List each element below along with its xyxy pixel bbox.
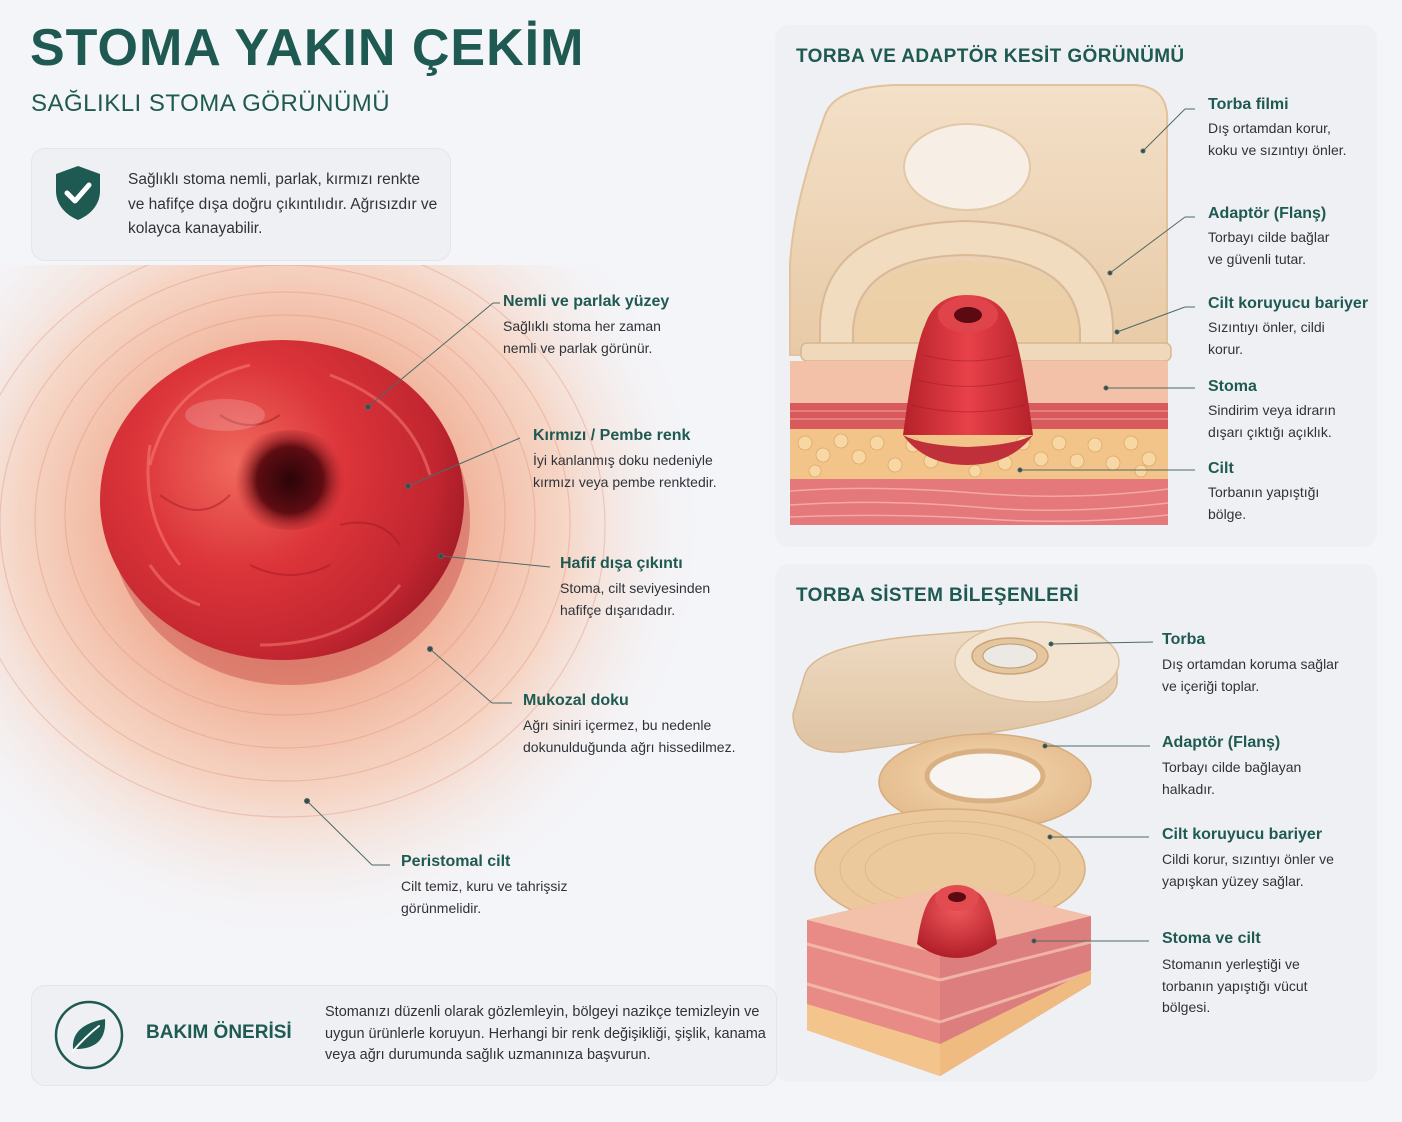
callout-desc: Cilt temiz, kuru ve tahrişsiz görünmelid…	[401, 878, 568, 916]
label-title: Torba filmi	[1208, 96, 1289, 113]
label-stoma-skin: Stoma ve cilt Stomanın yerleştiği ve tor…	[1162, 930, 1362, 1019]
label-flange: Adaptör (Flanş) Torbayı cilde bağlar ve …	[1208, 205, 1368, 270]
callout-desc: Stoma, cilt seviyesinden hafifçe dışarıd…	[560, 580, 711, 618]
info-card	[31, 148, 451, 261]
label-title: Cilt koruyucu bariyer	[1208, 295, 1369, 312]
page-subtitle: SAĞLIKLI STOMA GÖRÜNÜMÜ	[31, 90, 391, 117]
stoma-closeup-illustration	[0, 265, 760, 945]
label-skin: Cilt Torbanın yapıştığı bölge.	[1208, 460, 1368, 525]
callout-title: Hafif dışa çıkıntı	[560, 555, 683, 572]
callout-title: Mukozal doku	[523, 692, 629, 709]
label-pouch-film: Torba filmi Dış ortamdan korur, koku ve …	[1208, 96, 1368, 161]
label-title: Stoma ve cilt	[1162, 930, 1261, 947]
label-desc: Dış ortamdan korur, koku ve sızıntıyı ön…	[1208, 120, 1347, 158]
callout-title: Peristomal cilt	[401, 853, 511, 870]
label-title: Adaptör (Flanş)	[1162, 734, 1281, 751]
label-title: Cilt koruyucu bariyer	[1162, 826, 1323, 843]
stoma-opening	[228, 430, 352, 530]
info-card-text: Sağlıklı stoma nemli, parlak, kırmızı re…	[128, 171, 438, 237]
callout-title: Kırmızı / Pembe renk	[533, 427, 691, 444]
label-desc: Sindirim veya idrarın dışarı çıktığı açı…	[1208, 402, 1336, 440]
label-desc: Torbayı cilde bağlar ve güvenli tutar.	[1208, 229, 1330, 267]
label-flange: Adaptör (Flanş) Torbayı cilde bağlayan h…	[1162, 734, 1362, 800]
components-illustration	[792, 621, 1154, 1076]
label-desc: Cildi korur, sızıntıyı önler ve yapışkan…	[1162, 851, 1334, 889]
stoma	[917, 887, 997, 958]
label-skin-barrier: Cilt koruyucu bariyer Sızıntıyı önler, c…	[1208, 295, 1373, 360]
label-desc: Sızıntıyı önler, cildi korur.	[1208, 319, 1325, 357]
callout-desc: Sağlıklı stoma her zaman nemli ve parlak…	[503, 318, 661, 356]
cross-section-title: TORBA VE ADAPTÖR KESİT GÖRÜNÜMÜ	[796, 46, 1185, 67]
components-title: TORBA SİSTEM BİLEŞENLERİ	[796, 585, 1080, 606]
page-title: STOMA YAKIN ÇEKİM	[30, 19, 585, 77]
care-tip-bar	[31, 985, 777, 1086]
label-title: Cilt	[1208, 460, 1234, 477]
shield-check-icon	[56, 166, 100, 220]
care-tip-text: Stomanızı düzenli olarak gözlemleyin, bö…	[325, 1004, 766, 1063]
flange	[819, 219, 1114, 356]
label-title: Adaptör (Flanş)	[1208, 205, 1327, 222]
pouch-window	[903, 123, 1031, 211]
leaf-icon	[54, 1000, 124, 1070]
callout-mucosal-tissue: Mukozal doku Ağrı siniri içermez, bu ned…	[523, 692, 773, 758]
label-desc: Torbayı cilde bağlayan halkadır.	[1162, 759, 1302, 797]
label-desc: Dış ortamdan koruma sağlar ve içeriği to…	[1162, 656, 1339, 694]
label-title: Torba	[1162, 631, 1206, 648]
callout-moist-surface: Nemli ve parlak yüzey Sağlıklı stoma her…	[503, 293, 763, 359]
label-desc: Torbanın yapıştığı bölge.	[1208, 484, 1320, 522]
stoma	[903, 295, 1033, 435]
cross-section-illustration	[789, 84, 1195, 525]
label-title: Stoma	[1208, 378, 1257, 395]
callout-protrusion: Hafif dışa çıkıntı Stoma, cilt seviyesin…	[560, 555, 770, 621]
label-pouch: Torba Dış ortamdan koruma sağlar ve içer…	[1162, 631, 1362, 697]
care-tip-title: BAKIM ÖNERİSİ	[146, 1022, 292, 1043]
callout-title: Nemli ve parlak yüzey	[503, 293, 670, 310]
label-skin-barrier: Cilt koruyucu bariyer Cildi korur, sızın…	[1162, 826, 1362, 892]
callout-desc: Ağrı siniri içermez, bu nedenle dokunuld…	[523, 717, 736, 755]
label-desc: Stomanın yerleştiği ve torbanın yapıştığ…	[1162, 956, 1308, 1015]
callout-red-pink-color: Kırmızı / Pembe renk İyi kanlanmış doku …	[533, 427, 773, 493]
label-stoma: Stoma Sindirim veya idrarın dışarı çıktı…	[1208, 378, 1373, 443]
callout-peristomal-skin: Peristomal cilt Cilt temiz, kuru ve tahr…	[401, 853, 621, 919]
callout-desc: İyi kanlanmış doku nedeniyle kırmızı vey…	[533, 452, 717, 490]
